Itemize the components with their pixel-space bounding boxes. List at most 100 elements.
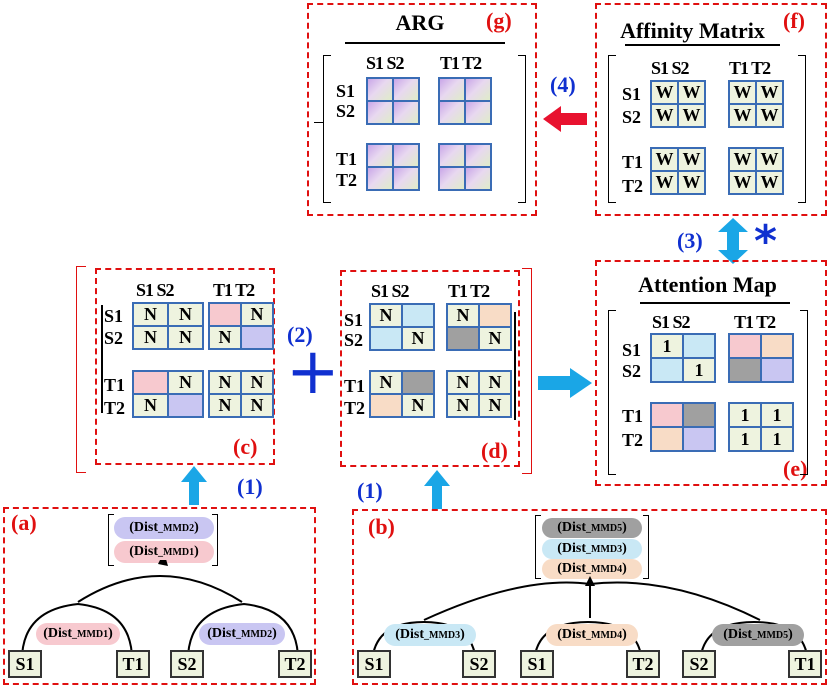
dist-suffix: ) [788, 627, 793, 642]
matrix-cell [479, 304, 511, 327]
matrix-cell: 1 [729, 427, 761, 451]
matrix-cell: N [241, 394, 273, 417]
matrix-cell [439, 101, 465, 124]
matrix-cell [465, 101, 491, 124]
attention-header-t: T1 T2 [734, 312, 776, 332]
matrix-cell [729, 334, 761, 358]
matrix-cell: N [133, 394, 168, 417]
attention-block-ts [650, 402, 716, 452]
matrix-cell: N [402, 394, 434, 417]
dist-sub: _MMD3 [586, 543, 623, 555]
matrix-cell [439, 78, 465, 101]
matrix-cell: N [209, 371, 241, 394]
dist-suffix: ) [622, 561, 627, 576]
b-top-bracket-left [535, 515, 541, 579]
arrow-right-icon [538, 368, 592, 398]
arg-row-t2: T2 [336, 170, 358, 190]
panel-label-b: (b) [368, 514, 395, 539]
dist-prefix: (Dist [557, 541, 586, 556]
matrix-cell: W [678, 171, 705, 194]
tree-a-lines [20, 560, 300, 665]
attention-underline [640, 302, 790, 304]
attention-bracket-left [608, 310, 616, 475]
matrix-cell [209, 303, 241, 326]
matrix-cell [439, 144, 465, 167]
attention-row-s1: S1 [622, 340, 642, 360]
matrix-cell [447, 327, 479, 350]
affinity-bracket-left [608, 55, 616, 203]
d-row-s1: S1 [344, 310, 364, 330]
leaf-b-s1-a: S1 [357, 650, 391, 678]
matrix-cell [168, 394, 203, 417]
matrix-cell [465, 144, 491, 167]
panel-d [340, 270, 520, 467]
affinity-bracket-right [798, 55, 806, 203]
arg-block [438, 143, 492, 191]
matrix-cell: W [756, 104, 783, 127]
matrix-cell [729, 358, 761, 382]
dist-sub: _MMD2 [158, 522, 195, 534]
dist-suffix: ) [622, 627, 627, 642]
matrix-cell: 1 [683, 358, 715, 382]
matrix-cell [402, 371, 434, 394]
dist-sub: _MMD2 [236, 628, 273, 640]
arg-row-s2: S2 [336, 101, 356, 121]
dist-mmd4-leaf-pill: (Dist_MMD4) [546, 624, 638, 646]
panel-arg [307, 3, 537, 216]
dist-suffix: ) [622, 520, 627, 535]
c-row-t2: T2 [104, 398, 126, 418]
plus-icon: + [286, 335, 340, 409]
matrix-cell [465, 78, 491, 101]
matrix-cell: N [370, 371, 402, 394]
arg-underline [345, 42, 505, 44]
matrix-cell: N [209, 326, 241, 349]
panel-label-d: (d) [481, 438, 508, 463]
c-row-s1: S1 [104, 306, 124, 326]
matrix-cell [367, 167, 393, 190]
arg-bracket-left [323, 55, 331, 203]
d-row-t2: T2 [344, 398, 366, 418]
arrow-left-icon [543, 106, 587, 132]
dist-suffix: ) [272, 626, 277, 641]
dist-mmd3-pill: (Dist_MMD3) [542, 539, 642, 559]
c-row-bar [101, 305, 103, 413]
dist-prefix: (Dist [129, 544, 158, 559]
panel-label-a: (a) [11, 510, 37, 535]
dist-mmd4-pill: (Dist_MMD4) [542, 559, 642, 579]
leaf-a-s1: S1 [8, 650, 42, 678]
panel-label-f: (f) [783, 8, 805, 33]
leaf-a-t2: T2 [278, 650, 312, 678]
panel-c [95, 268, 275, 465]
panel-attention [595, 260, 827, 486]
matrix-cell: N [133, 303, 168, 326]
dist-sub: _MMD4 [586, 629, 623, 641]
matrix-cell: W [729, 171, 756, 194]
affinity-title: Affinity Matrix [620, 18, 765, 43]
matrix-cell: N [479, 371, 511, 394]
matrix-cell: N [402, 327, 434, 350]
matrix-cell: W [651, 81, 678, 104]
matrix-cell [683, 334, 715, 358]
arg-title: ARG [395, 10, 445, 35]
matrix-cell: N [168, 371, 203, 394]
b-top-bracket-right [643, 515, 649, 579]
matrix-cell: 1 [761, 403, 793, 427]
affinity-header-t: T1 T2 [729, 58, 771, 78]
dist-mmd1-pill: (Dist_MMD1) [114, 541, 214, 563]
arg-brace-tick [314, 122, 324, 137]
matrix-cell: N [370, 304, 402, 327]
leaf-b-t2: T2 [626, 650, 660, 678]
matrix-cell: W [678, 104, 705, 127]
matrix-cell: N [168, 303, 203, 326]
dist-suffix: ) [460, 627, 465, 642]
leaf-a-s2: S2 [170, 650, 204, 678]
matrix-cell [367, 101, 393, 124]
attention-block-st [728, 333, 794, 383]
